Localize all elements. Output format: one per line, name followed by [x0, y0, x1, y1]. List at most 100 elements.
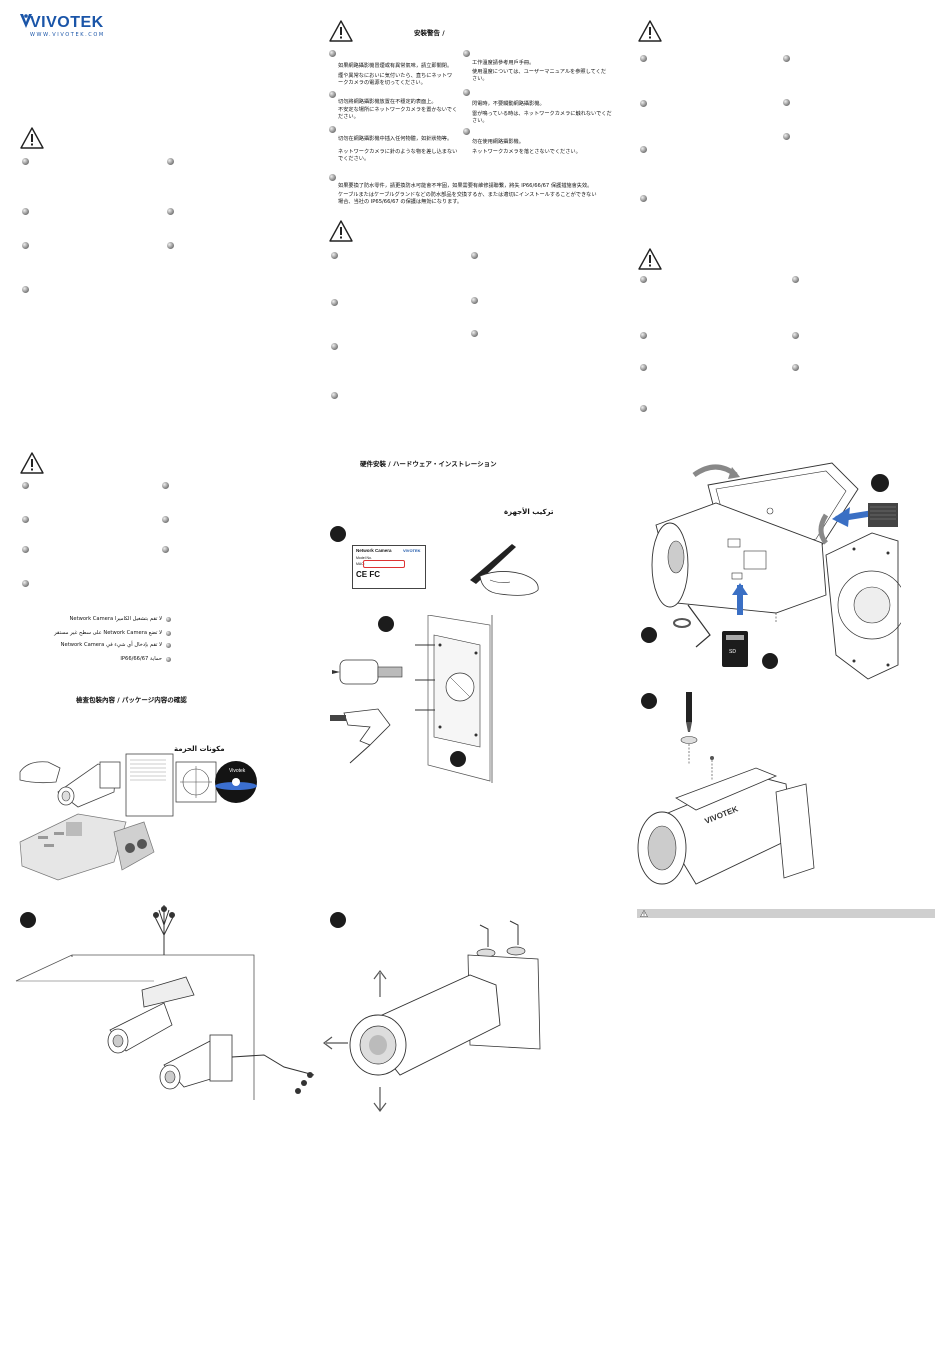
- gray-bullet-icon: [167, 158, 174, 165]
- close-housing-screw-illustration: VIVOTEK: [637, 692, 815, 885]
- gray-bullet-icon: [162, 482, 169, 489]
- gray-bullet-icon: [640, 100, 647, 107]
- gray-bullet-icon: [471, 330, 478, 337]
- hardware-heading: 硬件安裝 / ハードウェア・インストレーション: [360, 460, 497, 468]
- warning-triangle-icon: [329, 20, 353, 42]
- warning-item-1-zh: 如果網路攝影機冒煙或有異常氣味，請立即關閉。: [338, 63, 453, 69]
- step-marker: [20, 912, 36, 928]
- hand-writing-illustration: [470, 544, 539, 596]
- gray-bullet-icon: [783, 99, 790, 106]
- gray-bullet-icon: [463, 89, 470, 96]
- warning-item-6-zh: 勿在使用網路攝影機。: [472, 139, 524, 145]
- arabic-note-2: لا تضع Network Camera على سطح غير مستقر: [54, 630, 162, 636]
- step-marker: [641, 693, 657, 709]
- safety-heading: 安裝警告 /: [414, 29, 445, 37]
- gray-bullet-icon: [162, 516, 169, 523]
- gray-bullet-icon: [166, 643, 171, 648]
- gray-bullet-icon: [640, 276, 647, 283]
- gray-bullet-icon: [329, 50, 336, 57]
- mac-highlight: [363, 560, 405, 568]
- svg-text:SD: SD: [729, 649, 736, 655]
- step-marker: [378, 616, 394, 632]
- warning-item-5-ja: 雷が鳴っている時は、ネットワークカメラに触れないでくだ: [472, 111, 612, 117]
- logo-tagline: WWW.VIVOTEK.COM: [30, 32, 105, 38]
- gray-bullet-icon: [463, 128, 470, 135]
- gray-bullet-icon: [22, 208, 29, 215]
- vivotek-logo: VIVOTEK WWW.VIVOTEK.COM: [10, 10, 120, 40]
- gray-bullet-icon: [471, 252, 478, 259]
- gray-bullet-icon: [640, 364, 647, 371]
- gray-bullet-icon: [331, 343, 338, 350]
- gray-bullet-icon: [331, 252, 338, 259]
- gray-bullet-icon: [22, 242, 29, 249]
- waterproof-warning-ja: ケーブルまたはケーブルグランドなどの防水部品を交換するか、または適切にインストー…: [338, 192, 597, 198]
- drilling-illustration: [330, 615, 493, 783]
- step-marker: [762, 653, 778, 669]
- warning-triangle-icon: [638, 248, 662, 270]
- gray-bullet-icon: [640, 55, 647, 62]
- gray-bullet-icon: [331, 299, 338, 306]
- gray-bullet-icon: [329, 91, 336, 98]
- warning-item-5-zh: 閃電時，不要觸動網路攝影機。: [472, 101, 545, 107]
- gray-bullet-icon: [640, 195, 647, 202]
- gray-bullet-icon: [162, 546, 169, 553]
- gray-bullet-icon: [792, 276, 799, 283]
- warning-item-3-zh: 切勿在網路攝影機中插入任何物體，如針狀物等。: [338, 136, 453, 142]
- warning-triangle-icon: [329, 220, 353, 242]
- logo-text: VIVOTEK: [30, 14, 104, 31]
- gray-bullet-icon: [640, 332, 647, 339]
- gray-bullet-icon: [463, 50, 470, 57]
- waterproof-warning-ja-cont: 場合、当社の IP65/66/67 の保護は無効になります。: [338, 199, 463, 205]
- gray-bullet-icon: [166, 631, 171, 636]
- warning-small-icon: [640, 910, 648, 917]
- gray-bullet-icon: [329, 174, 336, 181]
- warning-triangle-icon: [638, 20, 662, 42]
- warning-item-2-ja: 不安定な場所にネットワークカメラを置かないでく: [338, 107, 458, 113]
- label-brand: VIVOTEK: [403, 548, 421, 553]
- gray-bullet-icon: [783, 133, 790, 140]
- logo-mark-icon: [20, 14, 32, 28]
- arabic-note-3: لا تقم بإدخال أي شيء في Network Camera: [60, 642, 162, 648]
- gray-bullet-icon: [22, 482, 29, 489]
- step-marker: [450, 751, 466, 767]
- warning-item-1-ja-cont: ークカメラの電源を切ってください。: [338, 80, 426, 86]
- step-marker: [641, 627, 657, 643]
- label-model: Model No.: [356, 556, 372, 560]
- camera-angle-adjust-illustration: [323, 920, 541, 1112]
- gray-bullet-icon: [166, 617, 171, 622]
- arabic-note-4: حماية IP66/66/67: [120, 656, 162, 662]
- warning-item-4-ja-cont: さい。: [472, 76, 488, 82]
- wall-mount-illustration: [15, 905, 315, 1100]
- gray-bullet-icon: [471, 297, 478, 304]
- hardware-heading-arabic: تركيب الأجهزة: [504, 508, 554, 516]
- package-heading-arabic: مكونات الحزمة: [174, 745, 225, 753]
- open-housing-illustration: SD: [651, 462, 901, 680]
- gray-bullet-icon: [329, 126, 336, 133]
- waterproof-warning-zh: 如果要換了防水零件，請更換防水可能會不牢固，如果需要有維修請聯繫，將失 IP66…: [338, 183, 593, 189]
- gray-bullet-icon: [792, 332, 799, 339]
- gray-bullet-icon: [167, 208, 174, 215]
- arabic-note-1: لا تقم بتشغيل الكاميرا Network Camera: [69, 616, 163, 622]
- gray-bullet-icon: [22, 580, 29, 587]
- warning-triangle-icon: [20, 127, 44, 149]
- warning-item-2-ja-cont: ださい。: [338, 114, 359, 120]
- step-marker: [330, 526, 346, 542]
- cd-brand-label: Vivotek: [229, 768, 246, 774]
- note-bar: [637, 909, 935, 918]
- gray-bullet-icon: [783, 55, 790, 62]
- package-heading: 檢查包裝內容 / パッケージ内容の確認: [76, 696, 187, 704]
- gray-bullet-icon: [22, 158, 29, 165]
- label-certification-marks: CE FC: [356, 570, 380, 579]
- warning-item-3-ja: ネットワークカメラに針のような物を差し込まない: [338, 149, 458, 155]
- warning-item-1-ja: 煙や異常なにおいに気付いたら、直ちにネットワ: [338, 73, 453, 79]
- gray-bullet-icon: [22, 546, 29, 553]
- gray-bullet-icon: [640, 146, 647, 153]
- package-contents-illustration: Vivotek: [19, 753, 257, 881]
- warning-item-5-ja-cont: さい。: [472, 118, 488, 124]
- warning-item-4-zh: 工作溫度請參考用戶手冊。: [472, 60, 535, 66]
- gray-bullet-icon: [167, 242, 174, 249]
- warning-item-6-ja: ネットワークカメラを落とさないでください。: [472, 149, 581, 155]
- label-title: Network Camera: [356, 548, 392, 553]
- gray-bullet-icon: [166, 657, 171, 662]
- product-label-card: Network Camera VIVOTEK Model No. MAC: CE…: [352, 545, 426, 589]
